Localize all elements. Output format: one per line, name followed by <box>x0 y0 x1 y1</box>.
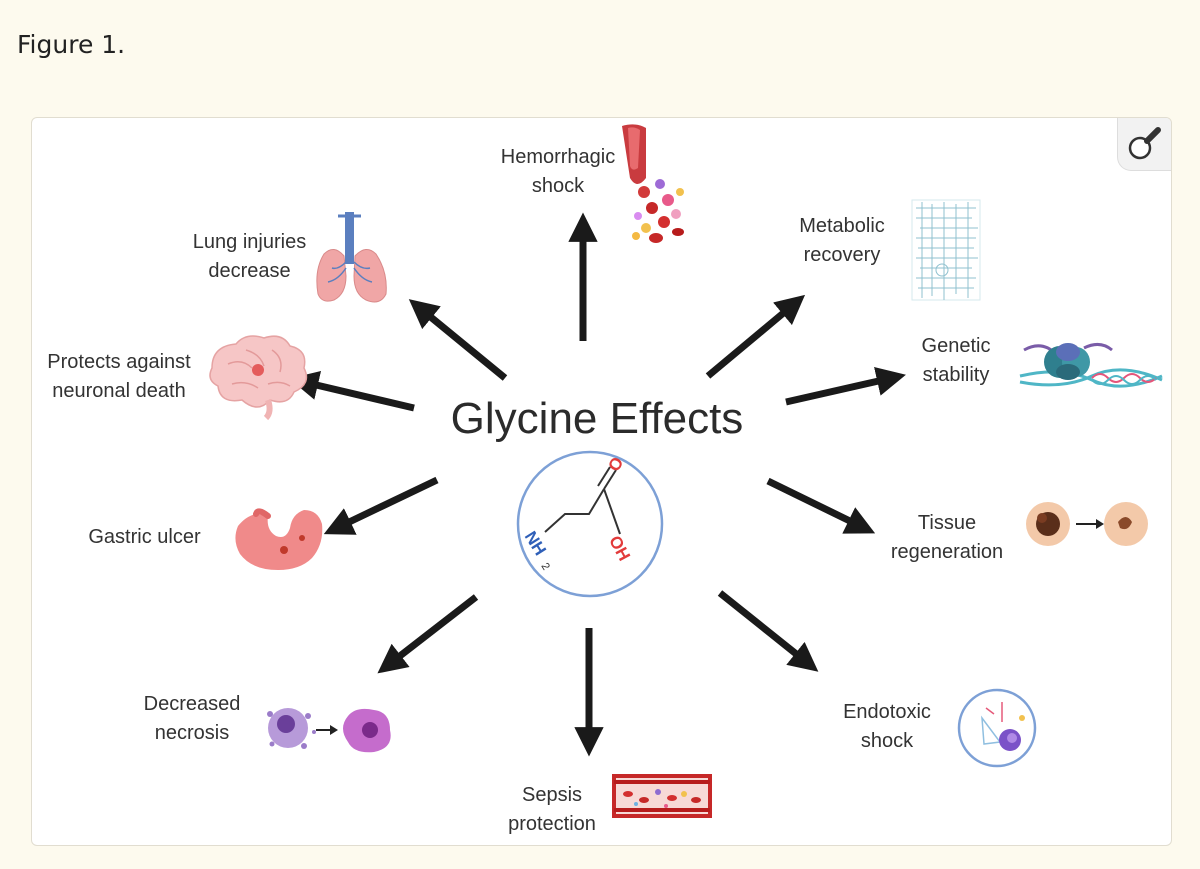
label-lung-injuries: Lung injuries decrease <box>172 228 327 286</box>
label-neuronal-line1: Protects against <box>47 351 191 373</box>
arrow-lung <box>408 299 508 381</box>
stomach-icon <box>235 508 323 570</box>
arrow-metabolic <box>705 294 806 379</box>
arrow-endotoxic <box>717 590 819 672</box>
label-sepsis-line2: protection <box>508 813 596 835</box>
label-lung-line1: Lung injuries <box>192 231 307 253</box>
label-sepsis-protection: Sepsis protection <box>482 781 622 839</box>
label-neuronal-death: Protects against neuronal death <box>34 348 204 406</box>
diagram-title: Glycine Effects <box>450 394 744 443</box>
arrow-genetic <box>785 366 906 406</box>
label-necrosis-line2: necrosis <box>154 722 230 744</box>
label-metabolic-recovery: Metabolic recovery <box>772 212 912 270</box>
label-neuronal-line2: neuronal death <box>52 380 186 402</box>
label-metabolic-line2: recovery <box>803 244 881 266</box>
glycine-molecule: O OH NH 2 <box>516 450 664 598</box>
wound-healing-icon <box>1026 502 1148 546</box>
arrow-tissue <box>766 477 876 534</box>
magnifier-icon <box>1128 127 1161 160</box>
label-hemorrhagic-line1: Hemorrhagic <box>500 146 616 168</box>
label-decreased-necrosis: Decreased necrosis <box>122 690 262 748</box>
arrow-neuronal <box>289 371 415 412</box>
dna-icon <box>1019 343 1163 388</box>
label-lung-line2: decrease <box>208 260 291 282</box>
label-endotoxic-line1: Endotoxic <box>843 701 931 723</box>
glycine-diagram: O OH NH 2 <box>209 124 1163 818</box>
label-metabolic-line1: Metabolic <box>799 215 885 237</box>
zoom-button[interactable] <box>1117 118 1171 171</box>
lungs-icon <box>316 212 387 303</box>
amine-subscript: 2 <box>538 561 551 573</box>
label-hemorrhagic-shock: Hemorrhagic shock <box>478 143 638 201</box>
brain-icon <box>209 335 308 421</box>
blood-vessel-section-icon <box>612 774 712 818</box>
label-necrosis-line1: Decreased <box>143 693 241 715</box>
blood-vessel-icon <box>622 124 684 243</box>
label-endotoxic-line2: shock <box>860 730 914 752</box>
label-genetic-line1: Genetic <box>921 335 991 357</box>
metabolic-map-icon <box>911 199 981 301</box>
macrophage-icon <box>957 688 1037 768</box>
label-endotoxic-shock: Endotoxic shock <box>822 698 952 756</box>
figure-caption: Figure 1. <box>17 30 126 59</box>
label-hemorrhagic-line2: shock <box>531 175 585 197</box>
label-genetic-line2: stability <box>922 364 990 386</box>
label-gastric-ulcer: Gastric ulcer <box>72 523 217 552</box>
label-tissue-line2: regeneration <box>890 541 1004 563</box>
necrotic-cell-icon <box>267 708 391 753</box>
arrows <box>289 212 906 757</box>
figure-panel: O OH NH 2 <box>31 117 1172 846</box>
label-genetic-stability: Genetic stability <box>896 332 1016 390</box>
arrow-gastric <box>323 476 439 535</box>
label-tissue-regeneration: Tissue regeneration <box>872 509 1022 567</box>
label-tissue-line1: Tissue <box>917 512 977 534</box>
label-gastric-line1: Gastric ulcer <box>88 526 201 548</box>
label-sepsis-line1: Sepsis <box>521 784 583 806</box>
arrow-necrosis <box>377 594 479 674</box>
